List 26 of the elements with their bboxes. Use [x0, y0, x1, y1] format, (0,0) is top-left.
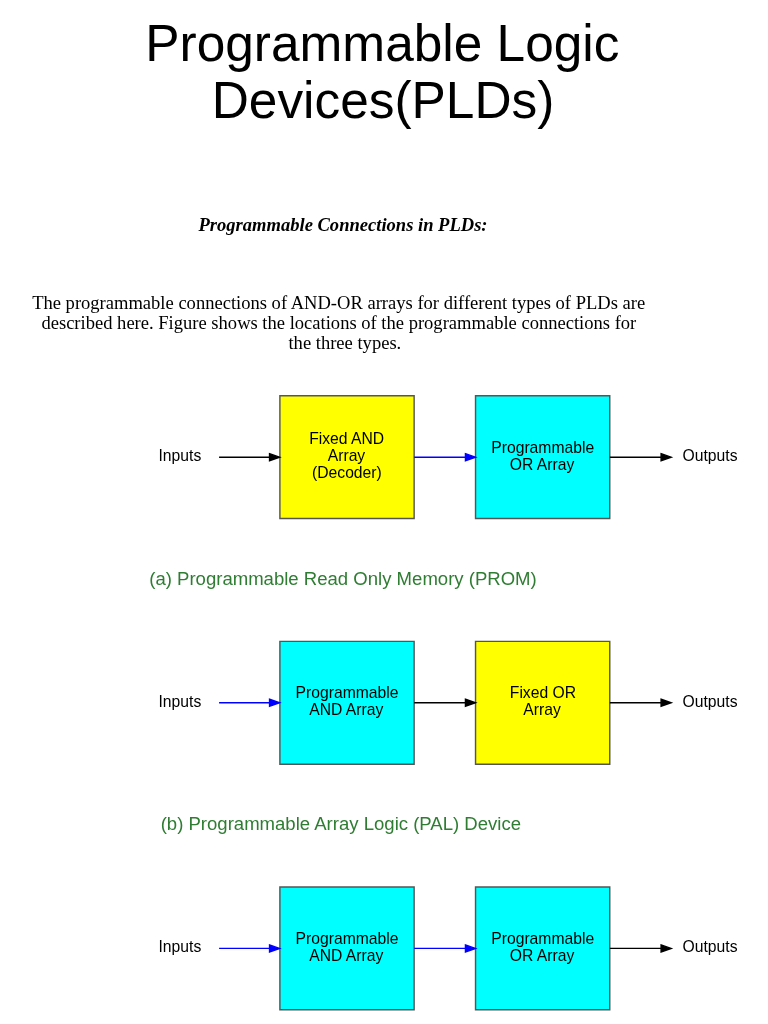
- arrow: [413, 943, 478, 953]
- node-text: Inputs: [158, 692, 201, 710]
- node-text: Outputs: [682, 447, 738, 465]
- node-box: Fixed AND Array (Decoder): [278, 395, 415, 520]
- label: Programmable Connections in PLDs:: [198, 213, 488, 235]
- node-box: Programmable OR Array: [474, 886, 610, 1011]
- arrow: [217, 452, 282, 462]
- node-box: Programmable OR Array: [474, 395, 610, 520]
- arrow: [413, 698, 478, 708]
- node-box: Programmable AND Array: [278, 640, 415, 765]
- arrow: [608, 698, 673, 708]
- node-text: Inputs: [158, 447, 201, 465]
- arrow: [217, 698, 282, 708]
- diagram-title: Programmable Logic Devices(PLDs): [144, 14, 619, 130]
- node-text: Inputs: [158, 938, 201, 956]
- node-box: Programmable AND Array: [278, 886, 415, 1011]
- arrow: [217, 943, 282, 953]
- label: (b) Programmable Array Logic (PAL) Device: [160, 813, 521, 835]
- label: The programmable connections of AND-OR arrays for different types of PLDs are described here. Figure shows the locations of the programmable connections for the three types.: [31, 292, 645, 354]
- node-box: Fixed OR Array: [474, 640, 610, 765]
- arrow: [608, 452, 673, 462]
- label: (a) Programmable Read Only Memory (PROM): [148, 567, 537, 589]
- node-text: Outputs: [682, 692, 738, 710]
- node-text: Outputs: [682, 938, 738, 956]
- arrow: [413, 452, 478, 462]
- arrow: [608, 943, 673, 953]
